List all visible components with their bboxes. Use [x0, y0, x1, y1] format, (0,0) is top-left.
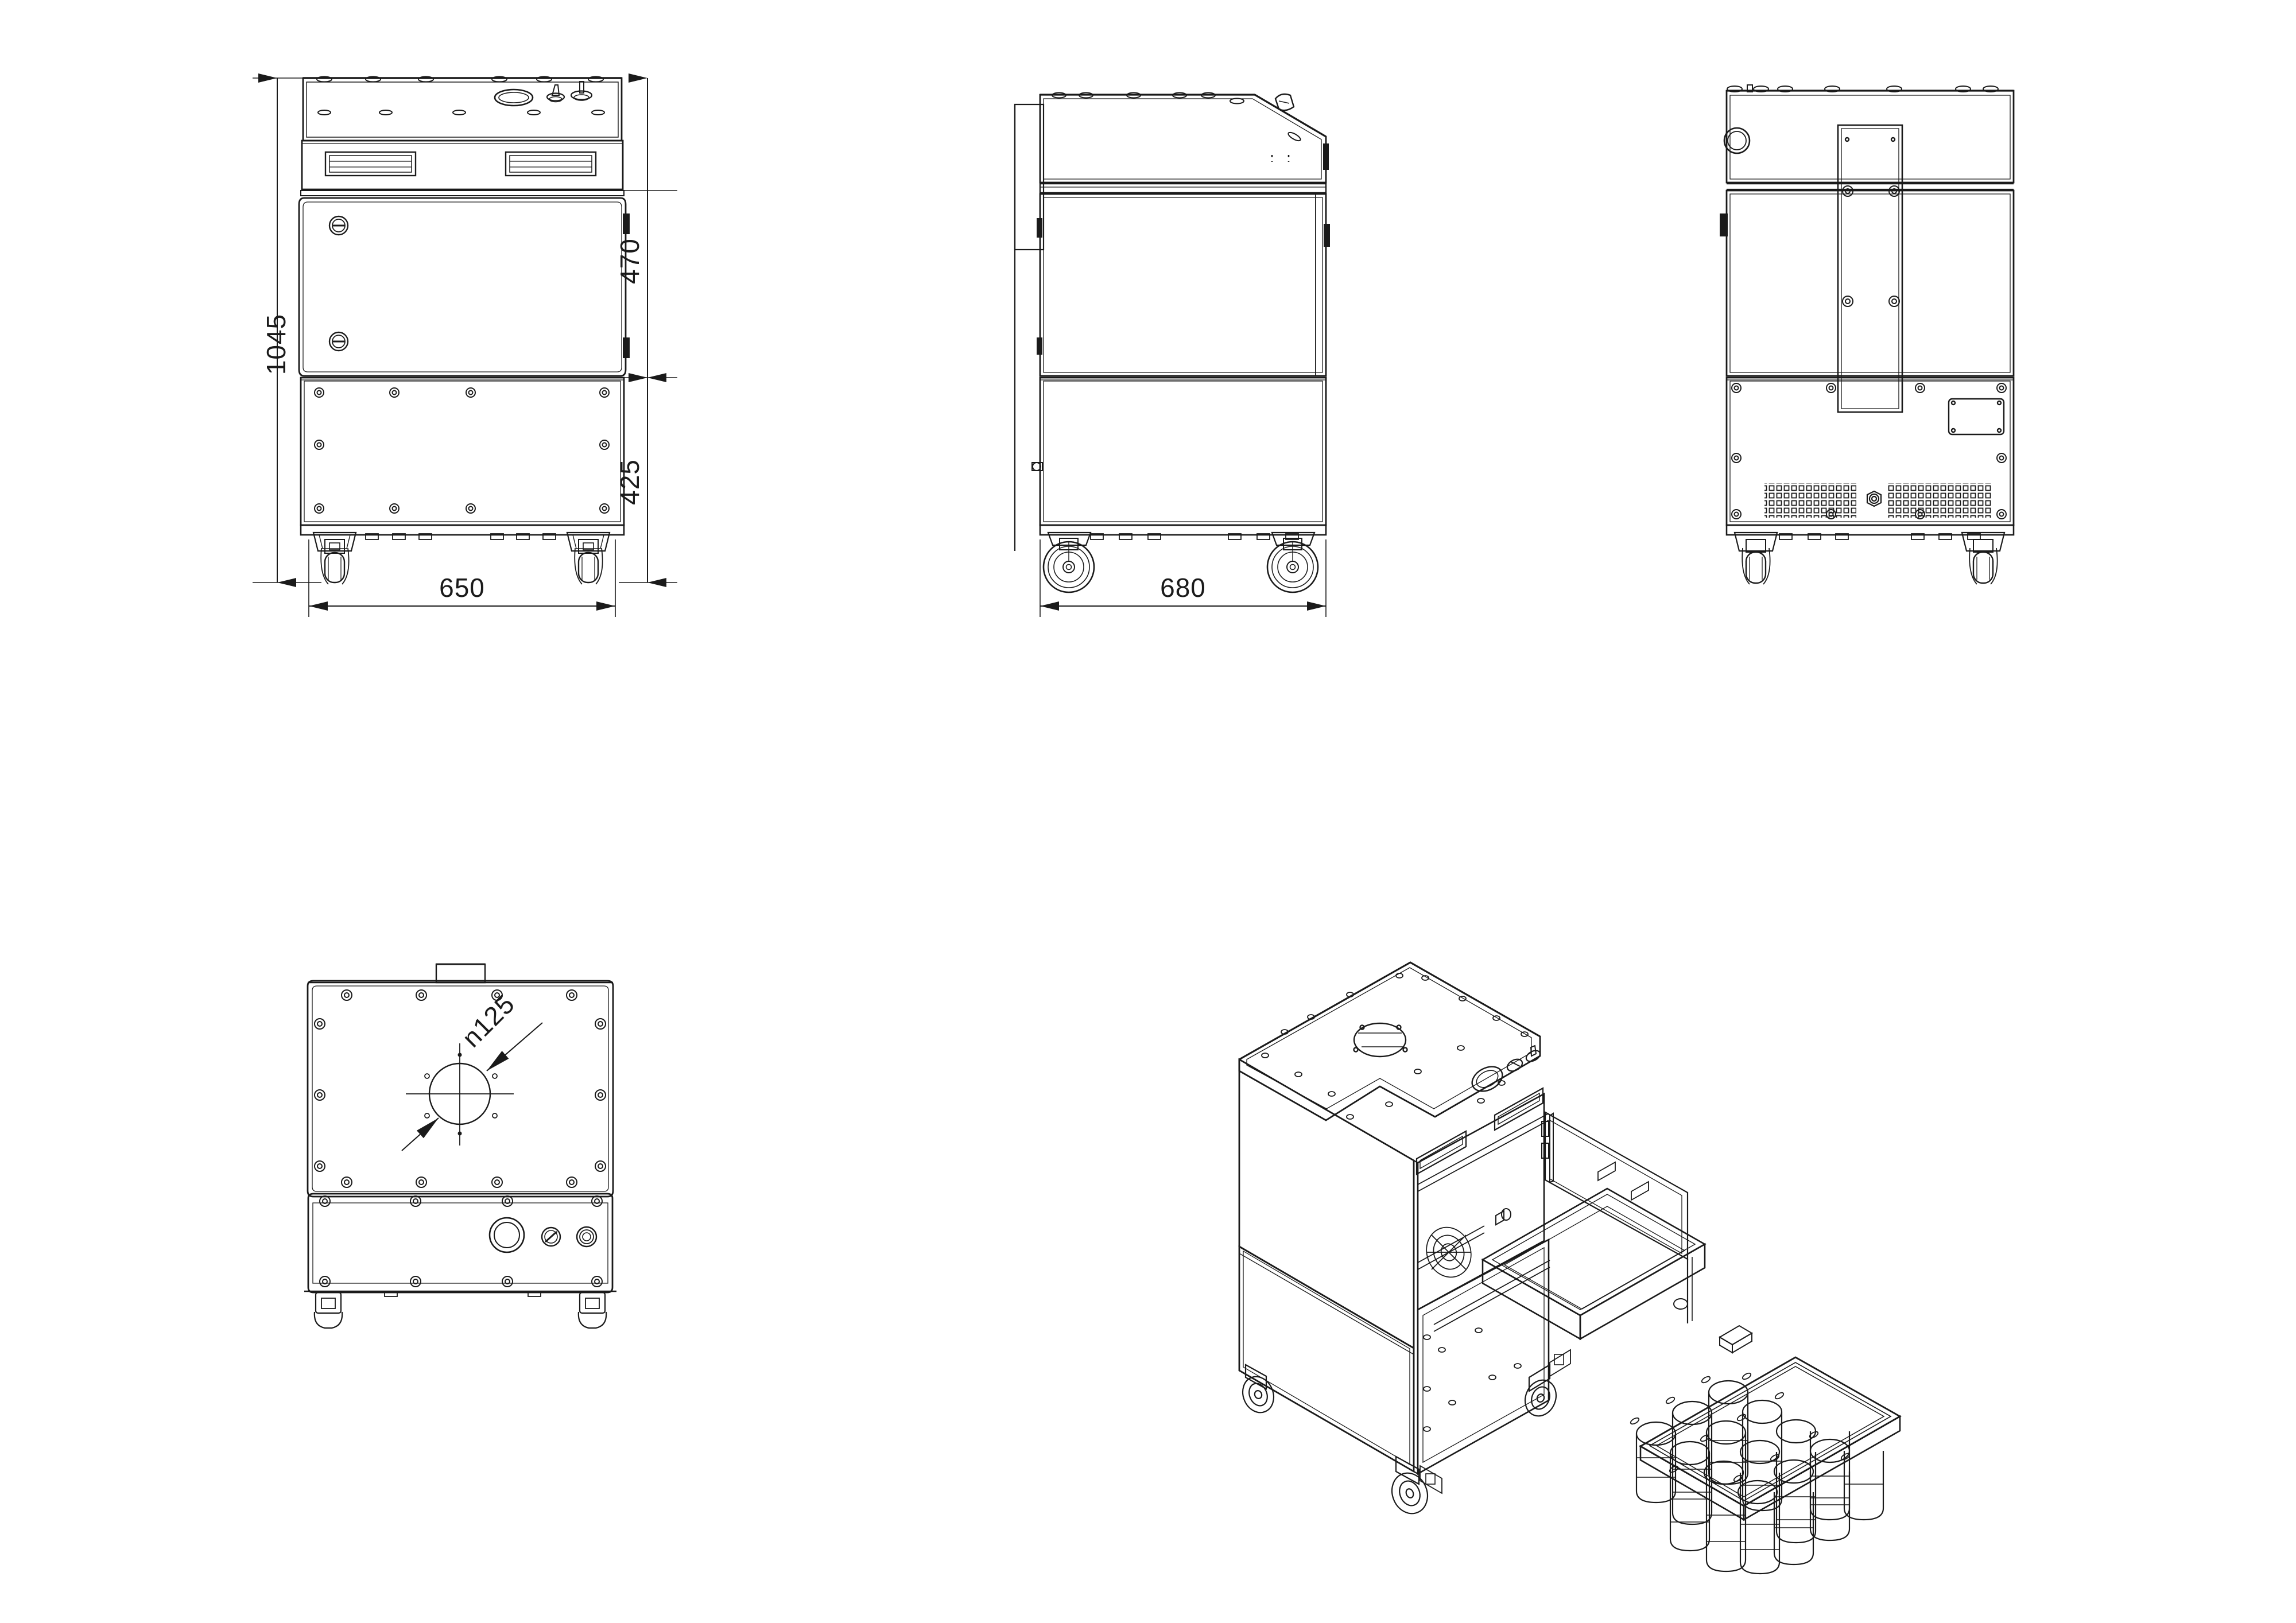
- front-upper-door[interactable]: [298, 190, 630, 377]
- front-fascia: [301, 139, 624, 191]
- rear-centre-bolt: [1866, 490, 1882, 507]
- iso-louvre-upper: [1494, 1087, 1544, 1131]
- side-lid-fasteners: [1052, 92, 1301, 142]
- front-view-dimension-labels: 1045 470 425 650: [261, 238, 645, 603]
- iso-castor-back-right: [1524, 1349, 1571, 1417]
- front-castor-right: [566, 531, 611, 585]
- rear-castor-right: [1961, 531, 2006, 585]
- iso-tray-assembly[interactable]: [1630, 1325, 1902, 1575]
- container: [1809, 1471, 1851, 1542]
- dim-label-1045: 1045: [261, 314, 291, 375]
- lower-panel-screws: [314, 387, 610, 514]
- top-view-castor-right: [577, 1291, 607, 1329]
- top-view: [304, 963, 616, 1329]
- top-view-castor-left: [313, 1291, 343, 1329]
- louvre-vent-left: [324, 151, 417, 177]
- side-lower-fittings: [1031, 462, 1043, 471]
- side-view-dimensions: [1040, 539, 1327, 617]
- side-castor-right: [1266, 531, 1319, 593]
- isometric-view: [1238, 961, 1902, 1575]
- top-view-valve-a[interactable]: [541, 1226, 561, 1247]
- lid-fasteners: [316, 76, 605, 115]
- front-top-lid: [302, 76, 623, 142]
- rear-mid-band: [1727, 183, 2014, 191]
- door-latch-bottom[interactable]: [328, 331, 349, 352]
- container: [1669, 1453, 1711, 1552]
- iso-extended-drawer[interactable]: [1481, 1187, 1707, 1341]
- container: [1705, 1432, 1747, 1572]
- dim-label-470: 470: [615, 238, 645, 284]
- front-view-dimensions: [253, 73, 677, 617]
- container: [1773, 1492, 1814, 1566]
- rear-lid-fasteners: [1727, 84, 1999, 92]
- ventilation-grille-left: [1764, 483, 1856, 518]
- container: [1775, 1452, 1817, 1544]
- lid-valve-left[interactable]: [546, 84, 565, 103]
- side-door-section: [1037, 155, 1330, 377]
- iso-cap-screws: [1261, 973, 1529, 1120]
- front-view: [298, 76, 630, 585]
- louvre-vent-right: [505, 151, 597, 177]
- dim-label-650: 650: [439, 573, 485, 603]
- side-upper-body: [1039, 92, 1329, 184]
- front-castor-left: [312, 531, 357, 585]
- side-handle[interactable]: [1274, 93, 1295, 111]
- tray-containers: [1635, 1392, 1884, 1575]
- container: [1809, 1431, 1851, 1521]
- door-latch-top[interactable]: [328, 215, 349, 236]
- front-base-rail: [300, 524, 625, 540]
- container: [1739, 1473, 1781, 1575]
- side-view: [1014, 92, 1330, 593]
- rear-castor-left: [1733, 531, 1778, 585]
- container: [1843, 1451, 1884, 1521]
- lower-strip-screws: [319, 1195, 603, 1287]
- rear-round-port: [1723, 127, 1751, 154]
- ventilation-grille-right: [1888, 483, 1991, 518]
- dim-label-425: 425: [615, 459, 645, 505]
- lid-valve-right[interactable]: [570, 81, 593, 101]
- rear-access-plate: [1948, 398, 2005, 436]
- top-plate-screws: [314, 989, 606, 1188]
- side-divider-band: [1039, 183, 1327, 194]
- iso-castor-front-left: [1391, 1455, 1442, 1515]
- top-view-round-port: [488, 1217, 525, 1253]
- iso-castor-back-left: [1242, 1364, 1275, 1414]
- tray-corner-tab: [1719, 1325, 1753, 1354]
- rear-mid-panel: [1720, 189, 2015, 377]
- dim-label-680: 680: [1160, 573, 1206, 603]
- iso-drawer-support: [1673, 1257, 1693, 1323]
- rear-view: [1720, 84, 2015, 585]
- iso-lower-screws: [1423, 1327, 1522, 1432]
- iso-louvre-lower: [1415, 1130, 1467, 1175]
- duct-diameter-leaders: [401, 1022, 543, 1151]
- iso-door-hinges: [1495, 1121, 1549, 1226]
- container: [1671, 1413, 1713, 1525]
- top-view-main-plate: [307, 980, 614, 1198]
- iso-valve-left[interactable]: [1505, 1057, 1524, 1073]
- door-hinge-upper: [623, 213, 630, 234]
- side-castor-left: [1042, 531, 1095, 593]
- iso-valve-right[interactable]: [1525, 1045, 1542, 1063]
- rear-upper-shell: [1723, 84, 2015, 184]
- iso-duct-hole: [1353, 1022, 1408, 1058]
- top-view-lower-strip: [304, 1193, 616, 1294]
- door-hinge-lower: [623, 337, 630, 358]
- container: [1742, 1412, 1783, 1512]
- iso-fan-grille: [1426, 1226, 1472, 1278]
- duct-opening: [406, 1043, 514, 1146]
- container: [1635, 1434, 1677, 1504]
- side-base-rail: [1039, 524, 1327, 540]
- lid-oval-port: [494, 88, 534, 107]
- rear-lower-panel: [1725, 376, 2015, 526]
- iso-oval-port: [1471, 1066, 1503, 1092]
- top-view-valve-b[interactable]: [576, 1226, 598, 1248]
